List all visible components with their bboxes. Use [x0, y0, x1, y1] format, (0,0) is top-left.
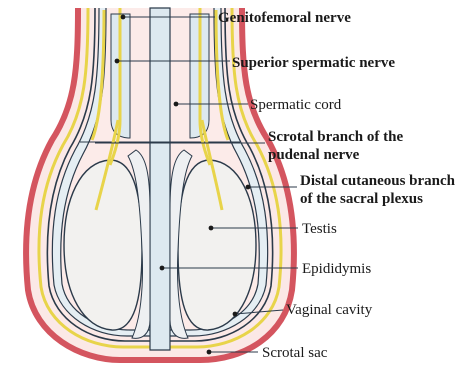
dot-superior-spermatic — [115, 59, 120, 64]
label-distal-cutaneous-line2: of the sacral plexus — [300, 191, 423, 207]
label-epididymis: Epididymis — [302, 261, 371, 277]
label-scrotal-branch-line2: pudenal nerve — [268, 147, 360, 163]
dot-vaginal-cavity — [233, 312, 238, 317]
scrotal-septum — [150, 8, 170, 350]
dot-scrotal-sac — [207, 350, 212, 355]
dot-spermatic-cord — [174, 102, 179, 107]
label-vaginal-cavity: Vaginal cavity — [286, 302, 373, 318]
dot-epididymis — [160, 266, 165, 271]
label-spermatic-cord: Spermatic cord — [250, 97, 342, 113]
label-genitofemoral-nerve: Genitofemoral nerve — [218, 10, 351, 26]
dot-distal-cutaneous — [246, 185, 251, 190]
dot-testis — [209, 226, 214, 231]
label-scrotal-branch-line1: Scrotal branch of the — [268, 129, 403, 145]
label-testis: Testis — [302, 221, 337, 237]
label-distal-cutaneous-line1: Distal cutaneous branch — [300, 173, 456, 189]
dot-genitofemoral — [121, 15, 126, 20]
label-scrotal-sac: Scrotal sac — [262, 345, 328, 361]
label-superior-spermatic-nerve: Superior spermatic nerve — [232, 55, 395, 71]
